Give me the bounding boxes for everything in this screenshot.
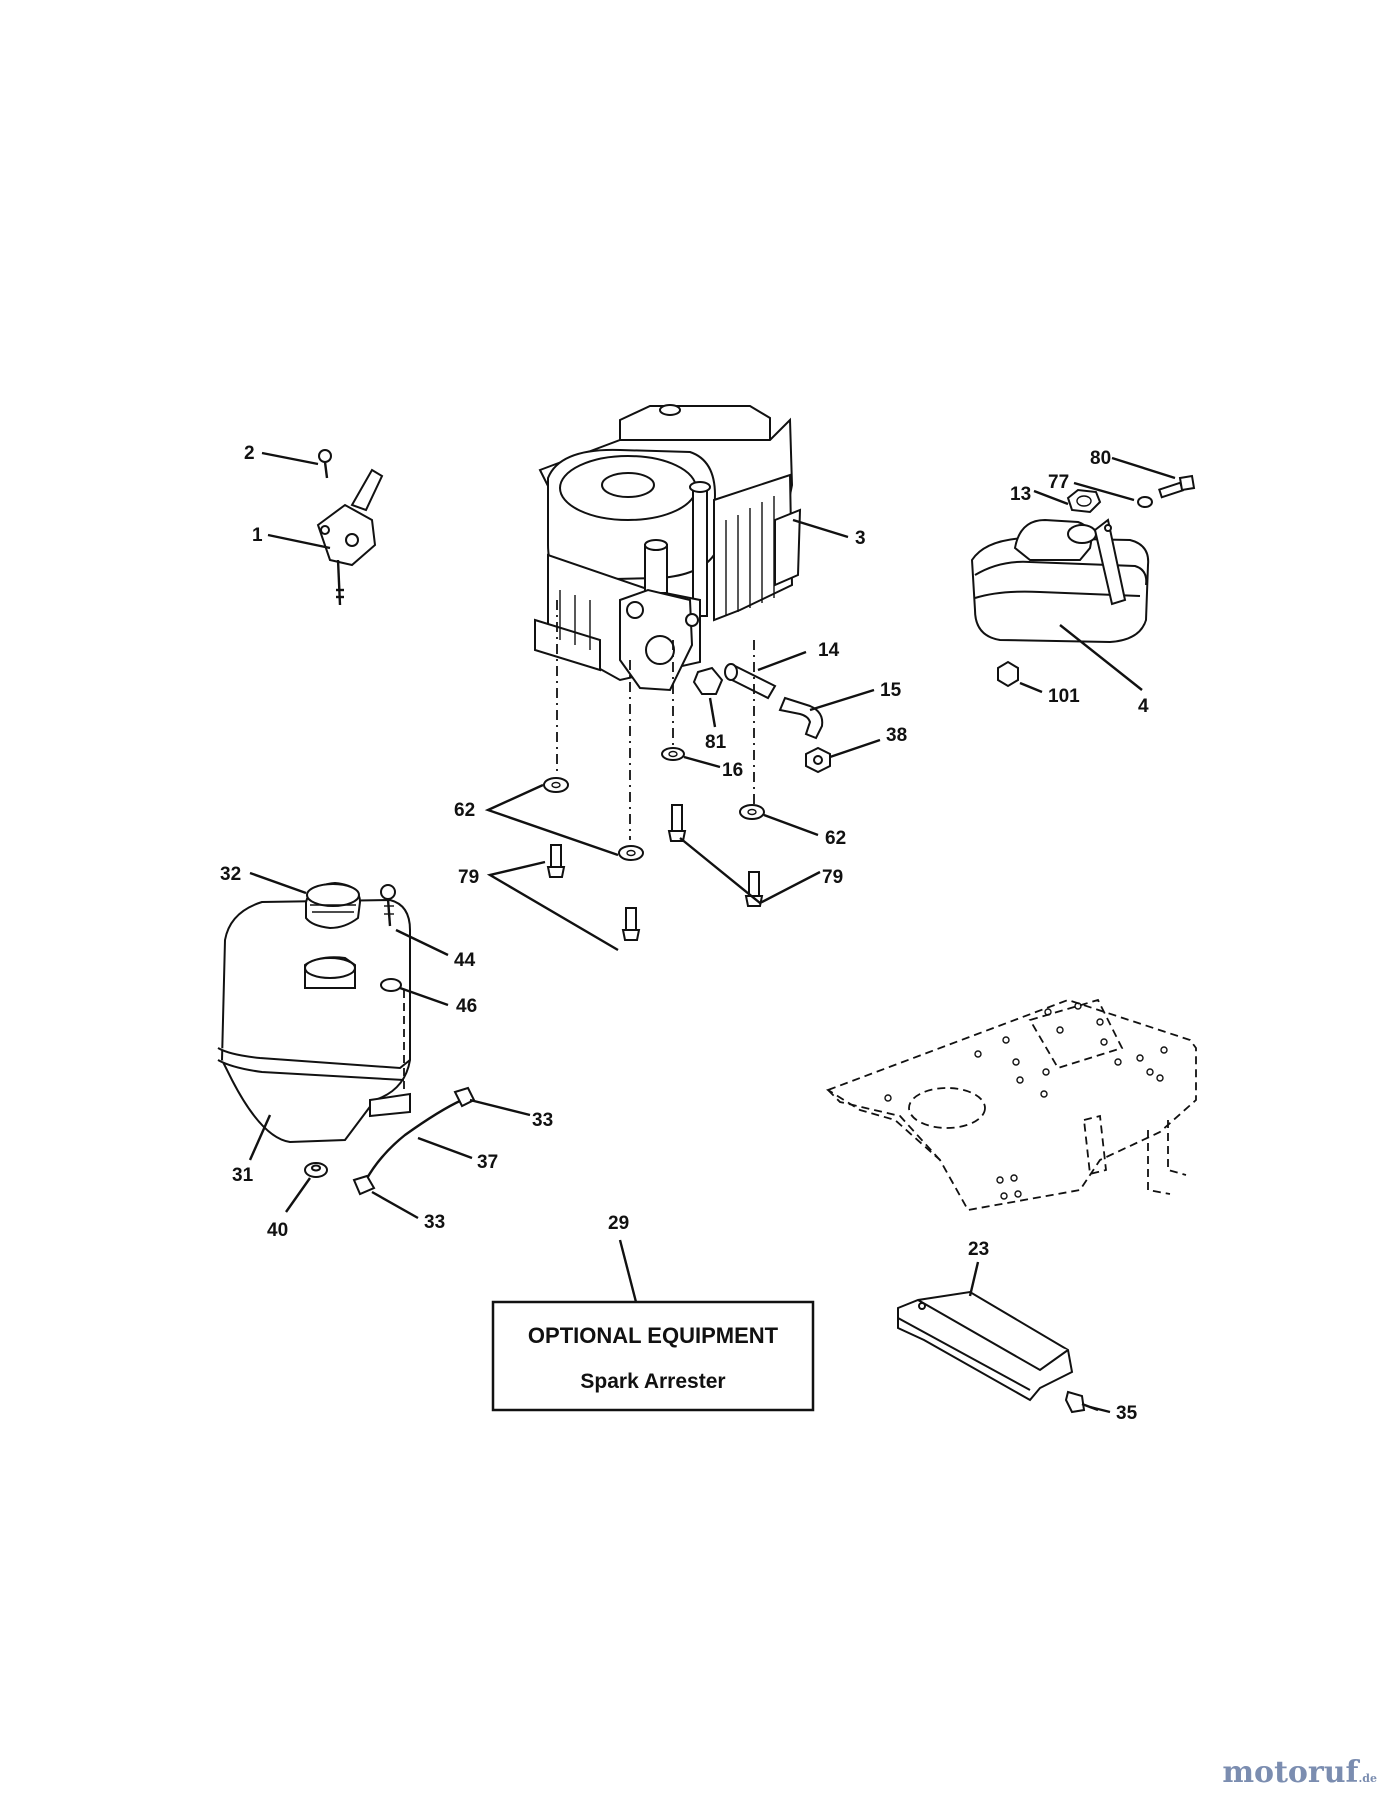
elbow-15-part	[778, 696, 824, 740]
part-label-33-upper: 33	[532, 1110, 553, 1131]
leader-38	[829, 738, 881, 759]
leader-79b	[679, 837, 821, 905]
engine-part	[534, 404, 802, 692]
part-label-1: 1	[252, 525, 263, 546]
gasket-13-part	[1066, 488, 1102, 514]
part-label-44: 44	[454, 950, 476, 971]
frame-outline	[825, 998, 1197, 1211]
leader-46	[399, 986, 449, 1007]
part-label-15: 15	[880, 680, 902, 701]
leader-1	[267, 533, 331, 550]
optional-equipment-box	[491, 1300, 815, 1412]
part-label-35: 35	[1116, 1403, 1138, 1424]
part-label-3: 3	[855, 528, 866, 549]
part-label-46: 46	[456, 996, 477, 1017]
leader-31	[248, 1114, 272, 1161]
leader-77	[1073, 481, 1135, 502]
part-label-77: 77	[1048, 472, 1069, 493]
part-label-62-right: 62	[825, 828, 846, 849]
leader-62a	[484, 783, 619, 857]
part-label-101: 101	[1048, 686, 1080, 707]
part-label-29: 29	[608, 1213, 629, 1234]
nut-101-part	[997, 660, 1019, 688]
site-watermark: motoruf.de	[1222, 1755, 1377, 1790]
part-label-81: 81	[705, 732, 727, 753]
watermark-main: motoruf	[1222, 1755, 1359, 1790]
part-label-23: 23	[968, 1239, 989, 1260]
throttle-control-part	[316, 449, 384, 606]
leader-62b	[763, 813, 819, 837]
part-label-13: 13	[1010, 484, 1031, 505]
leader-2	[261, 451, 319, 466]
nut-38-part	[805, 746, 831, 774]
leader-15	[809, 688, 875, 712]
fuel-line-37-part	[352, 1086, 476, 1196]
part-label-37: 37	[477, 1152, 498, 1173]
part-label-62-left: 62	[454, 800, 475, 821]
part-label-4: 4	[1138, 696, 1149, 717]
washer-46-part	[380, 978, 405, 1090]
leader-80	[1111, 456, 1176, 480]
bushing-40-part	[304, 1162, 328, 1178]
muffler-part	[970, 518, 1150, 644]
leader-81	[708, 697, 717, 728]
part-label-79-right: 79	[822, 867, 843, 888]
pipe-14-part	[724, 663, 777, 700]
part-label-14: 14	[818, 640, 840, 661]
fuel-cap-32-part	[305, 881, 362, 930]
washer-77-part	[1137, 496, 1153, 508]
part-label-40: 40	[267, 1220, 288, 1241]
leader-3	[792, 518, 849, 539]
leader-32	[249, 871, 307, 895]
leader-37	[417, 1136, 473, 1160]
part-label-79-left: 79	[458, 867, 479, 888]
leader-101	[1019, 681, 1043, 694]
leader-29	[618, 1239, 638, 1303]
leader-79a	[486, 860, 619, 952]
nut-81-part	[692, 666, 724, 695]
leader-40	[285, 1177, 311, 1213]
part-label-32: 32	[220, 864, 241, 885]
leader-44	[395, 928, 449, 957]
shield-23-part	[897, 1290, 1074, 1402]
fuel-tank-part	[217, 898, 411, 1144]
leader-33b	[371, 1190, 419, 1220]
part-label-31: 31	[232, 1165, 254, 1186]
screw-44-part	[380, 884, 396, 927]
leader-14	[757, 650, 807, 672]
leader-33a	[469, 1098, 531, 1117]
leader-4	[1059, 624, 1143, 691]
spark-arrester-label: Spark Arrester	[580, 1370, 725, 1393]
leader-23	[968, 1261, 980, 1297]
watermark-tld: .de	[1358, 1772, 1377, 1785]
mounting-hardware	[543, 600, 765, 941]
part-label-38: 38	[886, 725, 907, 746]
leader-13	[1033, 489, 1069, 506]
optional-equipment-title: OPTIONAL EQUIPMENT	[528, 1323, 779, 1348]
part-label-33-lower: 33	[424, 1212, 445, 1233]
part-label-80: 80	[1090, 448, 1111, 469]
bolt-80-part	[1158, 474, 1196, 499]
part-label-2: 2	[244, 443, 255, 464]
part-label-16: 16	[722, 760, 743, 781]
leader-35	[1089, 1405, 1111, 1414]
leader-16	[683, 755, 721, 769]
